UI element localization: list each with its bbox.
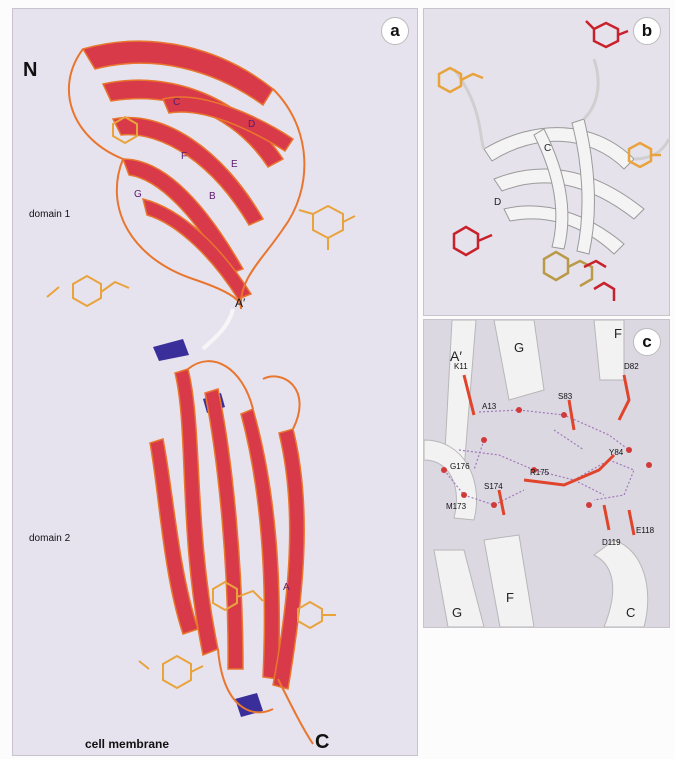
panel-letter: a: [381, 17, 409, 45]
residue-label: S83: [558, 392, 572, 401]
residue-label: R175: [530, 468, 549, 477]
glycan: [629, 143, 661, 167]
glycan: [299, 206, 355, 250]
glycan: [439, 68, 483, 92]
sidechain: [629, 510, 634, 535]
panel-c: c A′ G F G F C K11 A13 S83 D82 G176 R175…: [423, 319, 670, 628]
water: [626, 447, 632, 453]
water: [441, 467, 447, 473]
sidechain: [619, 375, 629, 420]
glycan: [454, 227, 492, 255]
domain2-label: domain 2: [29, 533, 70, 544]
water: [646, 462, 652, 468]
strand-label-a: A: [283, 582, 290, 593]
n-terminus-label: N: [23, 59, 37, 82]
cell-membrane-label: cell membrane: [85, 737, 169, 751]
residue-label: S174: [484, 482, 503, 491]
residue-label: E118: [636, 526, 654, 535]
glycan: [47, 276, 129, 306]
strand-label-g: G: [514, 340, 524, 355]
water: [491, 502, 497, 508]
glycan: [544, 252, 592, 286]
sidechain: [604, 505, 609, 530]
strand-label-c: C: [544, 143, 551, 154]
strand-ribbon: [594, 540, 648, 627]
water: [481, 437, 487, 443]
linker: [203, 309, 233, 349]
panel-letter: b: [633, 17, 661, 45]
strand-ribbon: [484, 535, 534, 627]
residue-label: Y84: [609, 448, 623, 457]
hbond: [474, 430, 584, 470]
strand-label-b: B: [209, 191, 216, 202]
water: [516, 407, 522, 413]
strand-label-d: D: [494, 197, 501, 208]
glycan: [586, 21, 628, 47]
strand-label-g: G: [452, 605, 462, 620]
strand-ribbon: [241, 409, 279, 679]
residue-label: A13: [482, 402, 496, 411]
domain1-label: domain 1: [29, 209, 70, 220]
residue-label: D119: [602, 538, 621, 547]
panel-a: a N domain 1 domain 2 cell membrane C A′…: [12, 8, 418, 756]
strand-label-c: C: [626, 605, 635, 620]
strand-label-g: G: [134, 189, 142, 200]
residue-label: M173: [446, 502, 466, 511]
residue-label: K11: [454, 362, 468, 371]
strand-label-e: E: [231, 159, 238, 170]
panel-b-structure: [424, 9, 669, 315]
glycan: [139, 656, 203, 688]
water: [561, 412, 567, 418]
c-terminus-label: C: [315, 731, 329, 754]
strand-label-f: F: [181, 151, 187, 162]
residue-label: G176: [450, 462, 470, 471]
strand-label-f: F: [614, 326, 622, 341]
strand-label-d: D: [248, 119, 255, 130]
panel-letter: c: [633, 328, 661, 356]
residue-label: D82: [624, 362, 639, 371]
strand-ribbon: [484, 128, 634, 169]
strand-ribbon: [494, 320, 544, 400]
strand-label-f: F: [506, 590, 514, 605]
panel-a-structure: [13, 9, 417, 755]
strand-label-c: C: [173, 97, 180, 108]
glycan: [298, 602, 336, 628]
sidechain: [569, 400, 574, 430]
helix: [153, 339, 189, 361]
water: [586, 502, 592, 508]
a-prime-label: A′: [235, 296, 245, 310]
water: [461, 492, 467, 498]
panel-b: b C D: [423, 8, 670, 316]
